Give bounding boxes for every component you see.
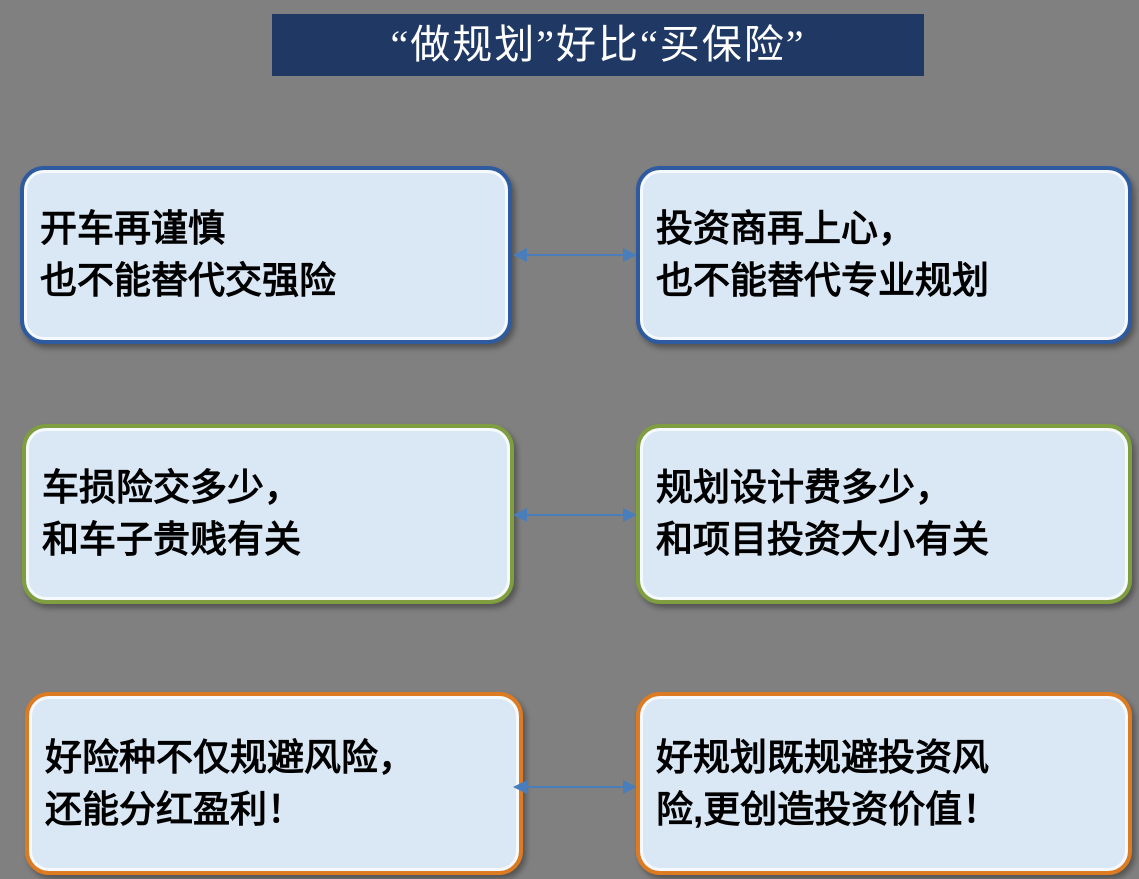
double-arrow-icon	[511, 503, 639, 527]
double-arrow-icon	[511, 243, 639, 267]
box-text-line: 好险种不仅规避风险，	[45, 736, 415, 778]
box-text-line: 好规划既规避投资风	[656, 736, 989, 778]
box-text-line: 车损险交多少，	[42, 467, 301, 508]
box-text-line: 开车再谨慎	[40, 208, 225, 249]
comparison-box-row1-left: 开车再谨慎 也不能替代交强险	[20, 166, 512, 344]
box-text-line: 规划设计费多少，	[656, 467, 952, 508]
comparison-box-row2-left: 车损险交多少， 和车子贵贱有关	[22, 424, 514, 604]
slide-title: “做规划”好比“买保险”	[272, 14, 924, 76]
box-text-line: 还能分红盈利！	[45, 788, 304, 830]
double-arrow-icon	[511, 775, 639, 799]
comparison-box-row3-left: 好险种不仅规避风险， 还能分红盈利！	[25, 692, 523, 875]
box-text-line: 和车子贵贱有关	[42, 519, 301, 560]
box-text-line: 也不能替代交强险	[40, 260, 336, 301]
comparison-box-row2-right: 规划设计费多少， 和项目投资大小有关	[636, 424, 1132, 604]
box-text-line: 和项目投资大小有关	[656, 519, 989, 560]
comparison-box-row3-right: 好规划既规避投资风 险,更创造投资价值！	[636, 692, 1132, 875]
box-text-line: 险,更创造投资价值！	[656, 788, 1000, 830]
box-text-line: 投资商再上心，	[656, 208, 915, 249]
box-text-line: 也不能替代专业规划	[656, 260, 989, 301]
comparison-box-row1-right: 投资商再上心， 也不能替代专业规划	[636, 166, 1132, 344]
